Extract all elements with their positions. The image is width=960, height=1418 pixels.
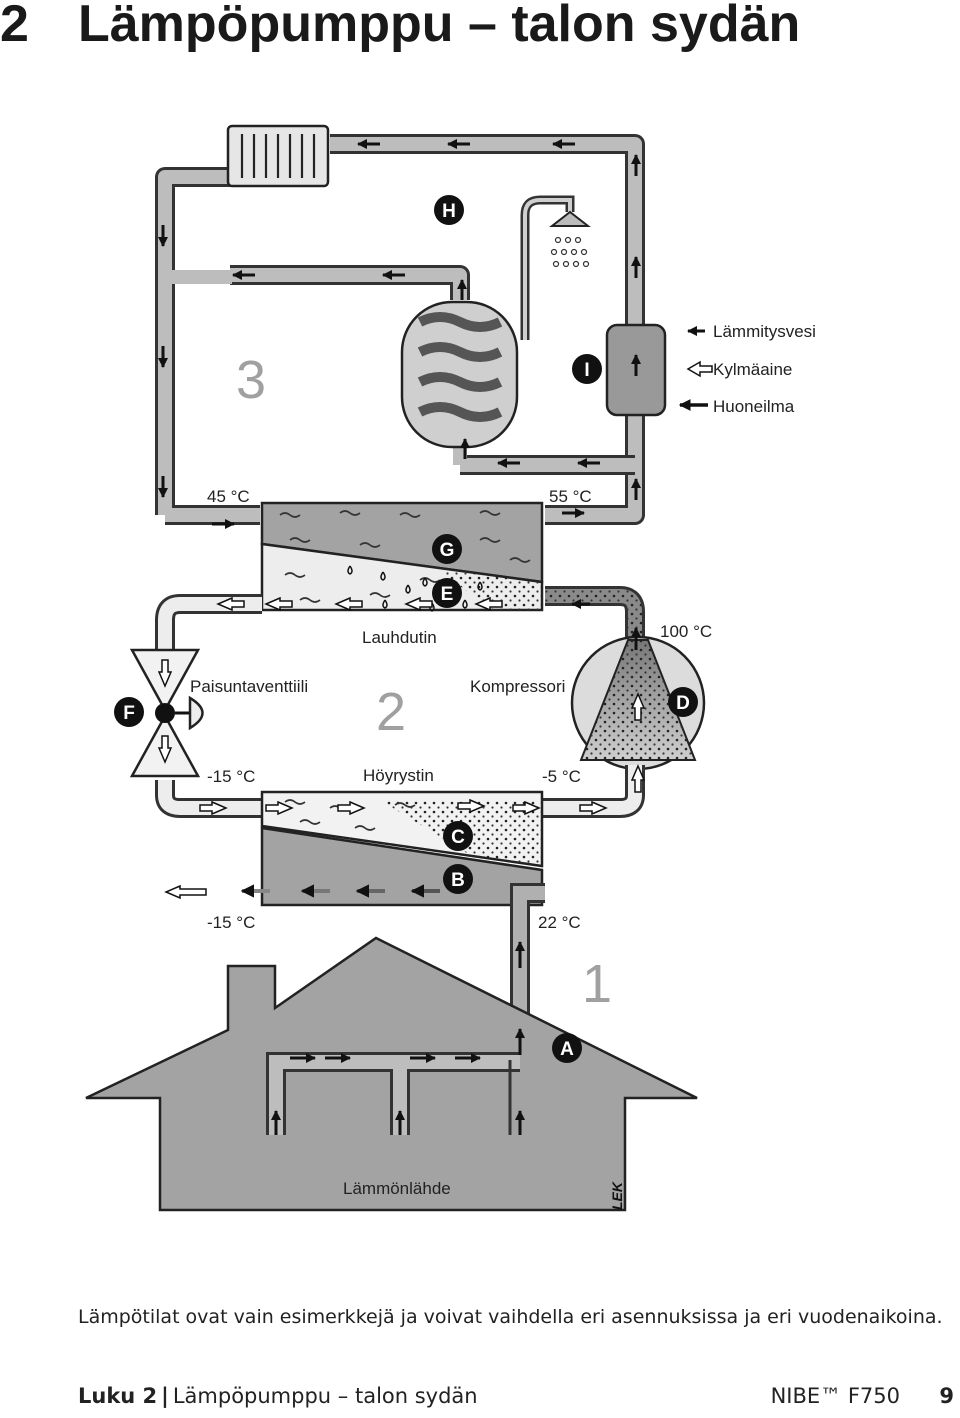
marker-h: H — [434, 195, 464, 225]
figure-caption: Lämpötilat ovat vain esimerkkejä ja voiv… — [78, 1306, 943, 1328]
legend-arrows — [678, 325, 713, 411]
label-heat-source: Lämmönlähde — [343, 1179, 451, 1198]
refrigerant-liquid-pipe — [155, 594, 262, 818]
condenser — [260, 501, 645, 640]
temp-minus15-refrigerant: -15 °C — [207, 767, 255, 786]
heat-source-arrows — [270, 940, 526, 1135]
temp-minus5: -5 °C — [542, 767, 581, 786]
legend-heating-water: Lämmitysvesi — [713, 322, 816, 341]
temp-22: 22 °C — [538, 913, 581, 932]
brine-arrows — [240, 598, 642, 898]
marker-f: F — [114, 697, 144, 727]
shower-icon — [520, 195, 591, 340]
marker-c: C — [443, 821, 473, 851]
svg-text:A: A — [560, 1039, 574, 1060]
svg-text:B: B — [451, 870, 465, 891]
marker-a: A — [552, 1033, 582, 1063]
svg-text:D: D — [676, 693, 690, 714]
footer-chapter-number: Luku 2 — [78, 1384, 158, 1408]
page-title: 2 Lämpöpumppu – talon sydän — [0, 0, 800, 64]
heating-water-arrows — [157, 138, 642, 530]
svg-text:E: E — [441, 584, 454, 605]
footer-chapter-title: Lämpöpumppu – talon sydän — [172, 1384, 478, 1408]
marker-g: G — [432, 534, 462, 564]
label-compressor: Kompressori — [470, 677, 565, 696]
chapter-number: 2 — [0, 0, 29, 53]
legend-room-air: Huoneilma — [713, 397, 795, 416]
ground-loop-pipe — [510, 883, 545, 1060]
chapter-title: Lämpöpumppu – talon sydän — [78, 0, 801, 53]
hot-water-tank-icon — [400, 300, 519, 449]
section-number-1: 1 — [582, 954, 612, 1014]
section-number-2: 2 — [376, 682, 406, 742]
marker-b: B — [443, 864, 473, 894]
marker-i: I — [572, 354, 602, 384]
footer-chapter: Luku 2|Lämpöpumppu – talon sydän — [78, 1384, 478, 1408]
refrigerant-suction-pipe — [542, 765, 645, 818]
svg-text:G: G — [440, 540, 455, 561]
legend-refrigerant: Kylmäaine — [713, 360, 792, 379]
svg-text:C: C — [451, 827, 465, 848]
label-condenser: Lauhdutin — [362, 628, 437, 647]
artist-signature: LEK — [609, 1181, 625, 1210]
page-number: 9 — [939, 1384, 954, 1408]
svg-text:I: I — [584, 360, 589, 381]
page-footer: Luku 2|Lämpöpumppu – talon sydän NIBE™ F… — [78, 1384, 960, 1418]
radiator-icon — [226, 124, 330, 188]
svg-text:H: H — [442, 201, 456, 222]
label-expansion-valve: Paisuntaventtiili — [190, 677, 308, 696]
marker-d: D — [668, 687, 698, 717]
evaporator — [260, 790, 544, 907]
label-evaporator: Höyrystin — [363, 766, 434, 785]
marker-e: E — [432, 578, 462, 608]
heating-water-pipe — [155, 134, 645, 525]
svg-text:F: F — [123, 703, 135, 724]
section-number-3: 3 — [236, 350, 266, 410]
temp-minus15-brine: -15 °C — [207, 913, 255, 932]
temp-55: 55 °C — [549, 487, 592, 506]
heat-pump-diagram: 3 2 1 H I G E F D C B A Lämmitysvesi Kyl… — [85, 124, 816, 1212]
footer-product: NIBE™ F750 — [770, 1384, 900, 1408]
refrigerant-arrows — [157, 596, 646, 900]
footer-separator: | — [161, 1384, 169, 1408]
temp-45: 45 °C — [207, 487, 250, 506]
temp-100: 100 °C — [660, 622, 712, 641]
